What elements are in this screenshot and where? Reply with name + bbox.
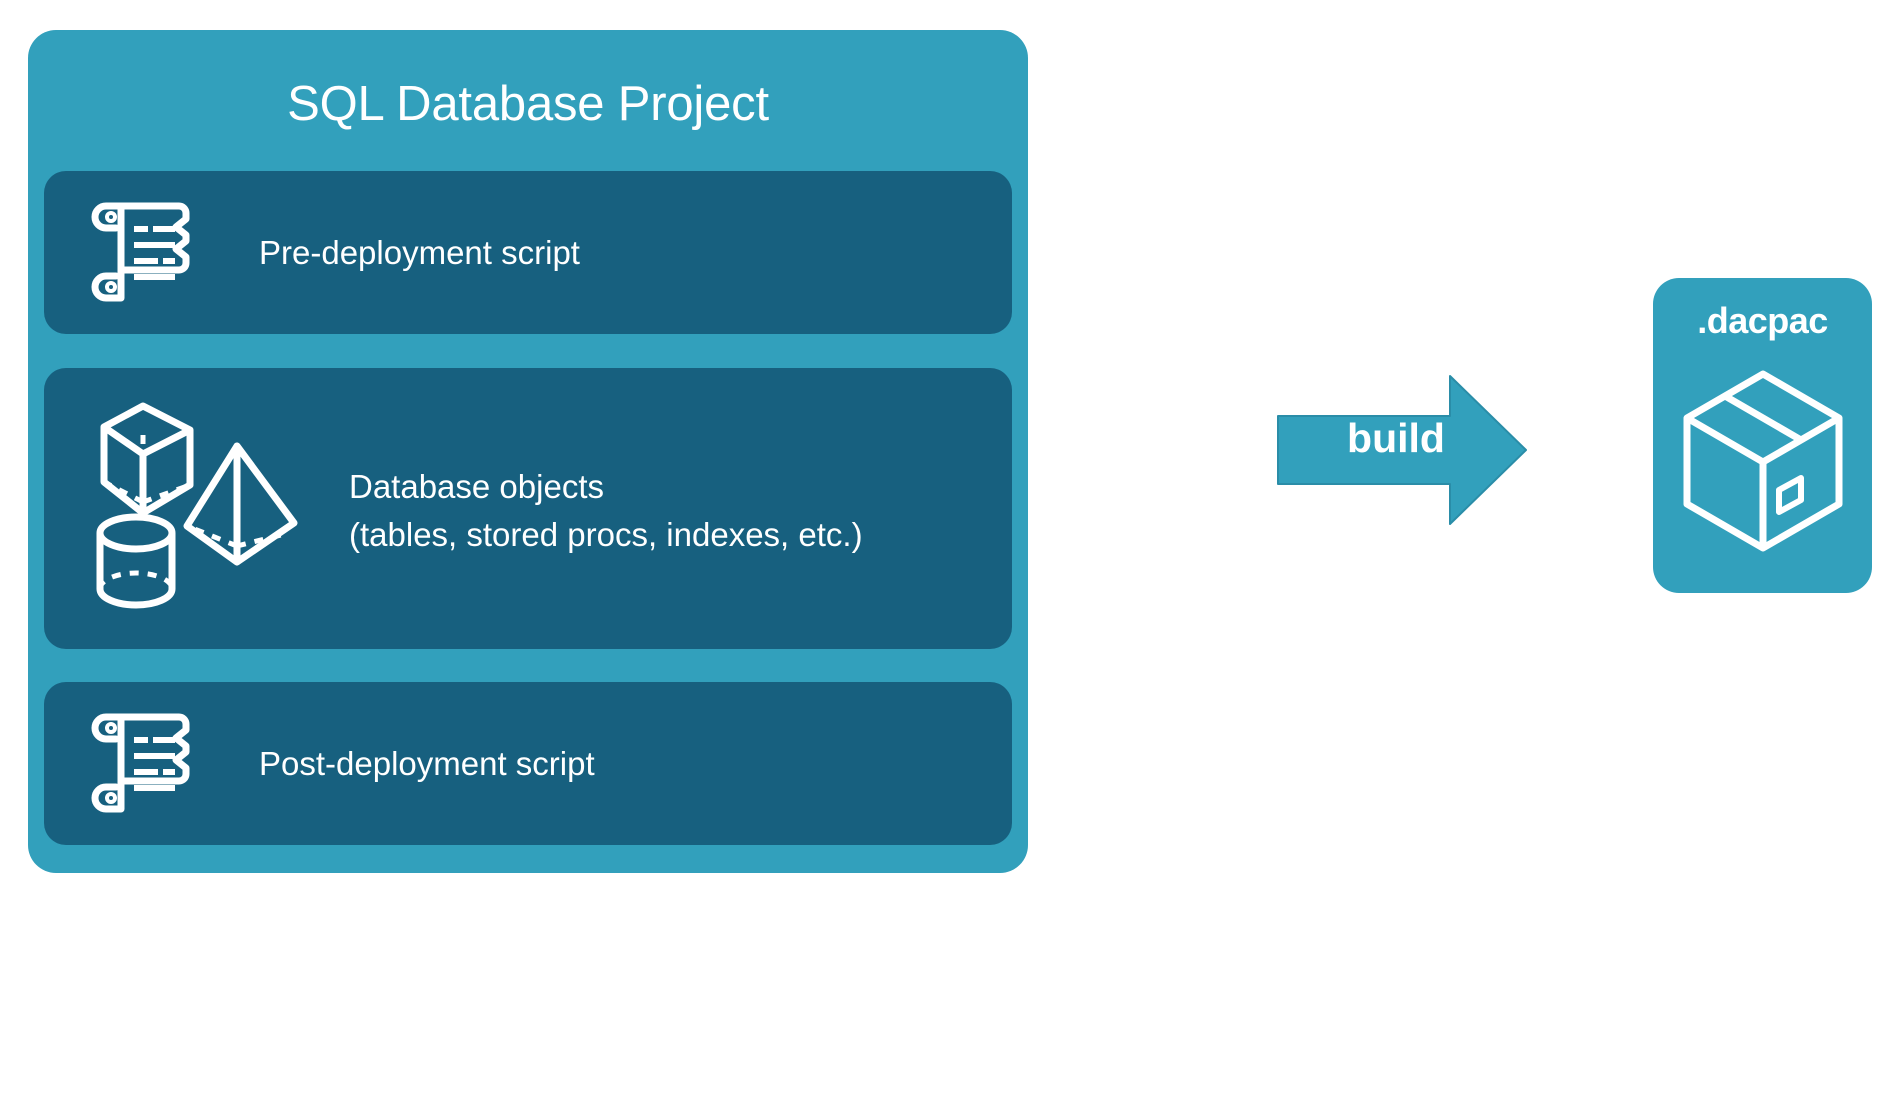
panel-pre-deployment-label: Pre-deployment script bbox=[259, 234, 580, 271]
scroll-icon bbox=[87, 707, 202, 819]
panel-post-deployment-label: Post-deployment script bbox=[259, 745, 595, 782]
panel-database-objects-label: Database objects (tables, stored procs, i… bbox=[349, 463, 863, 559]
panel-post-deployment[interactable]: Post-deployment script bbox=[44, 682, 1012, 845]
build-label: build bbox=[1347, 415, 1445, 461]
arrow-right-icon bbox=[1277, 370, 1528, 530]
package-box-icon bbox=[1679, 368, 1847, 554]
page-title: SQL Database Project bbox=[287, 77, 769, 131]
panel-database-objects-label-line1: Database objects bbox=[349, 468, 604, 505]
panel-pre-deployment[interactable]: Pre-deployment script bbox=[44, 171, 1012, 334]
panel-database-objects-label-line2: (tables, stored procs, indexes, etc.) bbox=[349, 515, 863, 553]
dacpac-title: .dacpac bbox=[1697, 300, 1828, 341]
scroll-icon bbox=[87, 196, 202, 308]
sql-database-project-card: SQL Database Project bbox=[28, 30, 1028, 873]
panel-database-objects[interactable]: Database objects (tables, stored procs, i… bbox=[44, 368, 1012, 649]
dacpac-output-card: .dacpac bbox=[1653, 278, 1872, 593]
database-objects-icon-group bbox=[80, 394, 320, 622]
